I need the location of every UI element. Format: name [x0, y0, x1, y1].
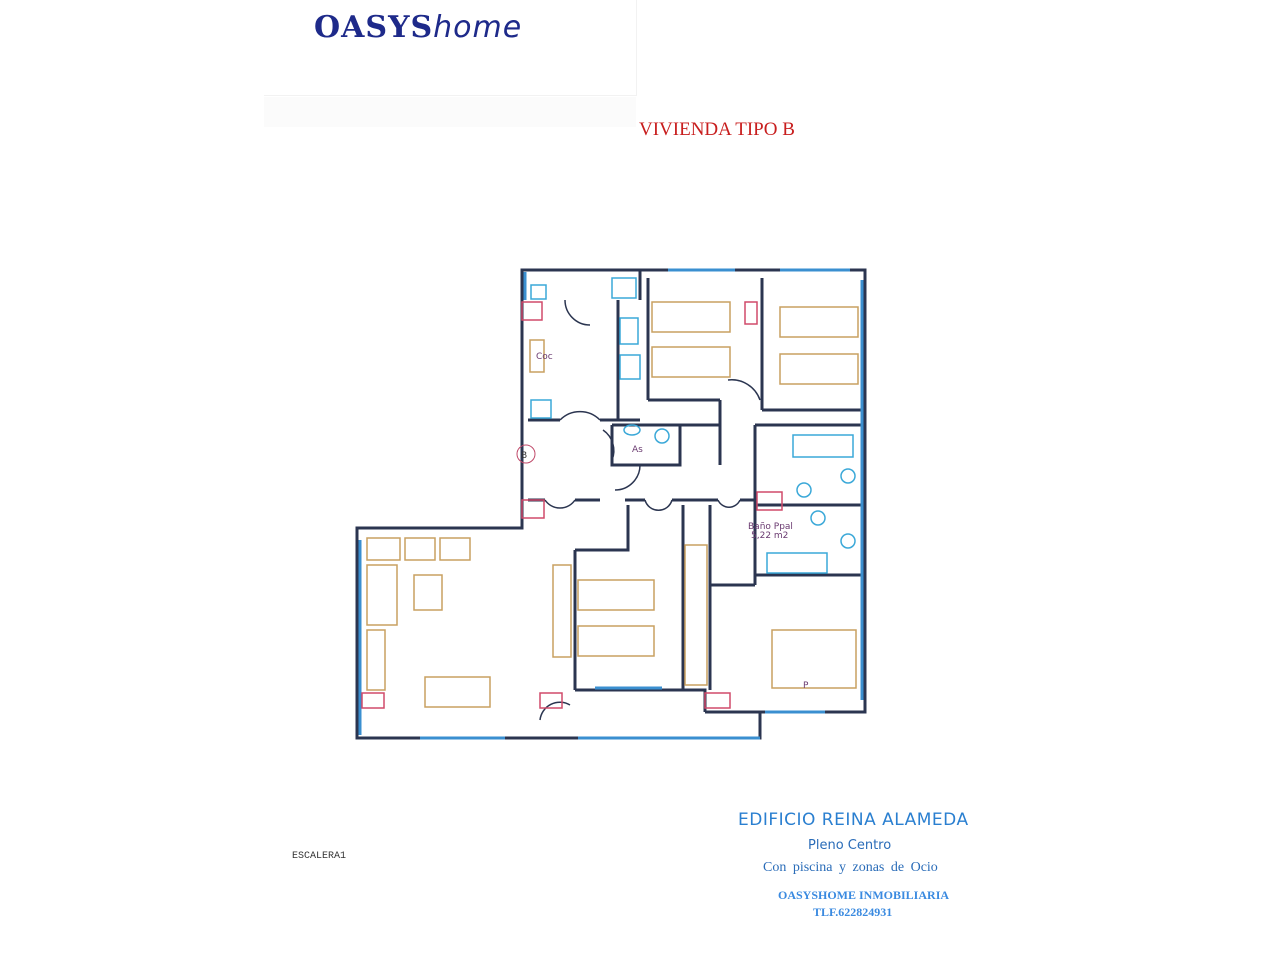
pillar	[744, 301, 758, 325]
armchair	[439, 537, 471, 561]
armchair	[404, 537, 436, 561]
wardrobe	[552, 564, 572, 658]
bedroom1-walls	[646, 278, 865, 465]
door-swing	[644, 499, 673, 512]
walls	[355, 268, 867, 740]
fridge	[530, 399, 552, 419]
shelf	[366, 629, 386, 691]
doors	[539, 299, 761, 721]
dining-table	[424, 676, 491, 708]
door-swing	[614, 464, 641, 491]
door-swing	[717, 499, 741, 508]
washbasin	[840, 468, 856, 484]
coffee-table	[413, 574, 443, 611]
bedroom3-walls	[575, 505, 712, 712]
logo-shadow	[264, 97, 636, 127]
pillar	[539, 692, 563, 709]
entrance-label: B	[521, 451, 527, 461]
bath-main-label: Baño Ppal	[748, 522, 793, 532]
pillar	[521, 499, 545, 519]
sanitary	[530, 277, 856, 574]
pillar	[704, 692, 731, 709]
agency-name: OASYSHOME INMOBILIARIA	[778, 888, 950, 902]
bath-walls	[753, 423, 865, 585]
agency-phone: TLF.622824931	[813, 905, 893, 919]
double-bed	[771, 629, 857, 689]
door-swing	[727, 379, 761, 401]
pillar	[521, 301, 543, 321]
kitchen-right-wall	[616, 270, 642, 420]
door-swing	[539, 701, 571, 721]
sofa	[366, 564, 398, 626]
toilet	[810, 510, 826, 526]
toilet-walls	[610, 423, 720, 467]
amenities-text: Con piscina y zonas de Ocio	[763, 860, 938, 875]
boiler	[530, 284, 547, 300]
bath-main-area: 5,22 m2	[751, 531, 788, 541]
living-right-wall	[573, 505, 630, 690]
oasyshome-logo: OASYShome	[314, 10, 522, 45]
plan-labels: Coc B As Baño Ppal 5,22 m2 P	[516, 352, 809, 691]
building-name: EDIFICIO REINA ALAMEDA	[738, 810, 969, 830]
entrance-marker	[516, 444, 536, 464]
washbasin	[623, 424, 641, 436]
logo-box	[264, 0, 637, 96]
kitchen-sink	[619, 317, 639, 345]
pillars	[361, 301, 783, 709]
kitchen-table	[529, 339, 545, 373]
door-swing	[564, 299, 591, 326]
bed	[779, 353, 859, 385]
bed	[651, 301, 731, 333]
location-text: Pleno Centro	[808, 838, 892, 853]
bed	[779, 306, 859, 338]
door-swing	[544, 499, 576, 509]
toilet	[654, 428, 670, 444]
washbasin	[840, 533, 856, 549]
windows	[358, 268, 864, 740]
logo-brand: OASYS	[314, 10, 434, 45]
master-bedroom-label: P	[803, 681, 809, 691]
bed	[577, 625, 655, 657]
stair-label: ESCALERA1	[292, 851, 347, 862]
page-title: VIVIENDA TIPO B	[639, 119, 795, 140]
door-swing	[559, 410, 601, 421]
closet	[684, 544, 708, 686]
door-swing	[602, 429, 615, 461]
master-walls	[705, 583, 760, 714]
logo-suffix: home	[433, 10, 523, 45]
toilet	[796, 482, 812, 498]
furniture	[366, 301, 859, 708]
bathtub	[792, 434, 854, 458]
pillar	[756, 491, 783, 511]
sideboard	[366, 537, 401, 561]
bed	[577, 579, 655, 611]
stove	[619, 354, 641, 380]
pillar	[361, 692, 385, 709]
bed	[651, 346, 731, 378]
toilet-label: As	[632, 445, 643, 455]
bathtub	[766, 552, 828, 574]
kitchen-label: Coc	[536, 352, 553, 362]
washing-machine	[611, 277, 637, 299]
